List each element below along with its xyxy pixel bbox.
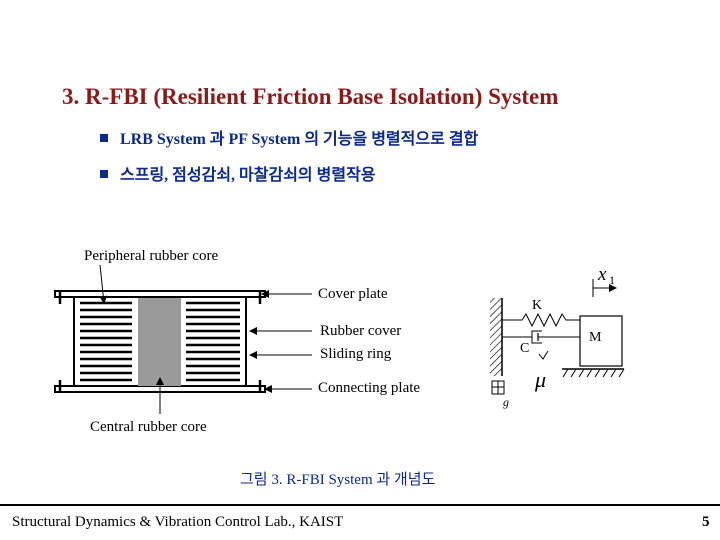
friction-label: μ <box>534 367 546 392</box>
bullet-item-2: 스프링, 점성감쇠, 마찰감쇠의 병렬작용 <box>100 161 376 185</box>
right-laminations <box>186 301 240 382</box>
cover-plate-label: Cover plate <box>318 286 388 302</box>
peripheral-core-label: Peripheral rubber core <box>84 248 219 264</box>
central-rubber-core <box>138 298 181 386</box>
spring-label: K <box>532 298 542 313</box>
slide-title: 3. R-FBI (Resilient Friction Base Isolat… <box>62 84 559 109</box>
square-bullet-icon <box>100 134 108 143</box>
bullet-text-2: 스프링, 점성감쇠, 마찰감쇠의 병렬작용 <box>120 167 376 184</box>
mass-label: M <box>589 330 602 345</box>
ground-subscript: g <box>503 395 509 409</box>
page-number: 5 <box>702 514 710 530</box>
footer-divider <box>0 504 720 506</box>
mass-block <box>579 315 623 367</box>
central-core-label: Central rubber core <box>90 419 207 435</box>
connecting-plate-label: Connecting plate <box>318 380 421 396</box>
bullet-item-1: LRB System 과 PF System 의 기능을 병렬적으로 결합 <box>100 125 478 149</box>
square-bullet-icon <box>100 170 108 179</box>
damper-label: C <box>520 341 529 356</box>
rfbi-bearing <box>54 290 266 393</box>
spring <box>502 312 580 328</box>
bullet-text-1: LRB System 과 PF System 의 기능을 병렬적으로 결합 <box>120 131 479 148</box>
wall-hatch <box>490 298 502 376</box>
mechanical-model <box>490 279 625 395</box>
figure-caption: 그림 3. R-FBI System 과 개념도 <box>240 472 436 488</box>
left-laminations <box>80 301 132 382</box>
x1-subscript: 1 <box>609 273 615 287</box>
sliding-ring-label: Sliding ring <box>320 346 392 362</box>
damper <box>531 330 542 344</box>
x1-label: x <box>597 264 607 285</box>
peripheral-leader <box>99 264 108 304</box>
rubber-cover-label: Rubber cover <box>320 323 402 339</box>
footer-lab-name: Structural Dynamics & Vibration Control … <box>12 514 344 530</box>
